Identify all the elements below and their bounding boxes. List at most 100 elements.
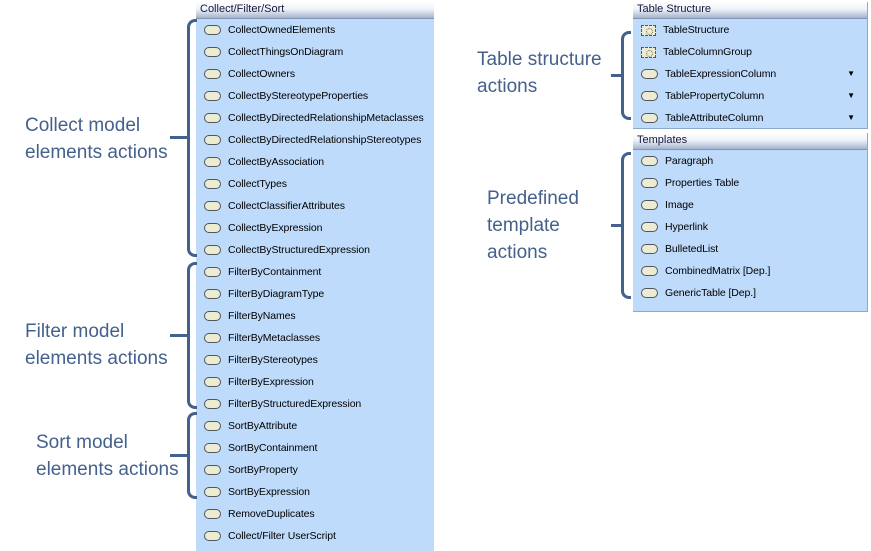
action-icon <box>641 69 658 79</box>
palette-item-label: SortByProperty <box>228 464 298 476</box>
action-icon <box>204 135 221 145</box>
palette-item-collectbystructuredexpression[interactable]: CollectByStructuredExpression <box>196 239 434 261</box>
palette-item-label: CollectByDirectedRelationshipStereotypes <box>228 134 422 146</box>
palette-item-filterbystructuredexpression[interactable]: FilterByStructuredExpression <box>196 393 434 415</box>
palette-item-paragraph[interactable]: Paragraph <box>633 150 867 172</box>
dropdown-arrow-icon[interactable]: ▼ <box>847 69 855 78</box>
palette-item-collect-filter-userscript[interactable]: Collect/Filter UserScript <box>196 525 434 547</box>
panel-header-templates[interactable]: Templates <box>633 133 867 150</box>
palette-item-label: TableAttributeColumn <box>665 112 764 124</box>
palette-item-label: CollectOwners <box>228 68 295 80</box>
action-icon <box>204 487 221 497</box>
annotation-line: Table structure <box>477 49 602 70</box>
palette-item-filterbycontainment[interactable]: FilterByContainment <box>196 261 434 283</box>
palette-item-collectowners[interactable]: CollectOwners <box>196 63 434 85</box>
action-icon <box>204 91 221 101</box>
bracket-tick <box>170 136 188 139</box>
action-icon <box>204 25 221 35</box>
palette-item-label: CollectByExpression <box>228 222 323 234</box>
palette-item-sortbyattribute[interactable]: SortByAttribute <box>196 415 434 437</box>
palette-item-collectthingsondiagram[interactable]: CollectThingsOnDiagram <box>196 41 434 63</box>
action-icon <box>204 47 221 57</box>
action-icon <box>204 223 221 233</box>
palette-item-label: FilterByStereotypes <box>228 354 318 366</box>
action-icon <box>204 245 221 255</box>
palette-item-filterbynames[interactable]: FilterByNames <box>196 305 434 327</box>
action-icon <box>204 465 221 475</box>
panel-header-collect-filter-sort[interactable]: Collect/Filter/Sort <box>196 2 434 19</box>
action-icon <box>204 113 221 123</box>
palette-item-label: CollectThingsOnDiagram <box>228 46 344 58</box>
action-icon <box>641 113 658 123</box>
palette-item-combinedmatrix-dep[interactable]: CombinedMatrix [Dep.] <box>633 260 867 282</box>
palette-item-collectbydirectedrelationshipstereotypes[interactable]: CollectByDirectedRelationshipStereotypes <box>196 129 434 151</box>
action-icon <box>204 443 221 453</box>
palette-item-sortbycontainment[interactable]: SortByContainment <box>196 437 434 459</box>
palette-item-tablestructure[interactable]: TableStructure <box>633 19 867 41</box>
palette-item-image[interactable]: Image <box>633 194 867 216</box>
palette-item-tableexpressioncolumn[interactable]: TableExpressionColumn▼ <box>633 63 867 85</box>
bracket-filter-actions <box>170 262 197 409</box>
bracket-predefined-template-actions <box>611 152 631 299</box>
annotation-line: Collect model <box>25 115 141 136</box>
palette-item-label: SortByContainment <box>228 442 318 454</box>
dropdown-arrow-icon[interactable]: ▼ <box>847 113 855 122</box>
palette-item-collectbydirectedrelationshipmetaclasses[interactable]: CollectByDirectedRelationshipMetaclasses <box>196 107 434 129</box>
palette-item-hyperlink[interactable]: Hyperlink <box>633 216 867 238</box>
palette-item-label: FilterByExpression <box>228 376 314 388</box>
palette-item-tablepropertycolumn[interactable]: TablePropertyColumn▼ <box>633 85 867 107</box>
palette-item-label: CombinedMatrix [Dep.] <box>665 265 771 277</box>
palette-item-label: FilterByStructuredExpression <box>228 398 362 410</box>
bracket-tick <box>170 333 188 337</box>
action-icon <box>204 311 221 321</box>
action-icon <box>204 399 221 409</box>
bracket-sort-actions <box>170 412 197 499</box>
palette-item-filterbystereotypes[interactable]: FilterByStereotypes <box>196 349 434 371</box>
panel-header-table-structure[interactable]: Table Structure <box>633 2 867 19</box>
bracket-collect-actions <box>170 19 197 257</box>
palette-item-label: Paragraph <box>665 155 714 167</box>
palette-item-tableattributecolumn[interactable]: TableAttributeColumn ▼ <box>633 107 867 129</box>
action-icon <box>204 289 221 299</box>
action-icon <box>204 355 221 365</box>
palette-item-filterbydiagramtype[interactable]: FilterByDiagramType <box>196 283 434 305</box>
action-icon <box>204 69 221 79</box>
palette-item-sortbyproperty[interactable]: SortByProperty <box>196 459 434 481</box>
palette-item-filterbyexpression[interactable]: FilterByExpression <box>196 371 434 393</box>
action-icon <box>204 377 221 387</box>
palette-item-collectclassifierattributes[interactable]: CollectClassifierAttributes <box>196 195 434 217</box>
action-icon <box>204 531 221 541</box>
palette-item-label: GenericTable [Dep.] <box>665 287 756 299</box>
palette-item-collectownedelements[interactable]: CollectOwnedElements <box>196 19 434 41</box>
palette-item-collectbystereotypeproperties[interactable]: CollectByStereotypeProperties <box>196 85 434 107</box>
palette-item-filterbymetaclasses[interactable]: FilterByMetaclasses <box>196 327 434 349</box>
palette-item-collectbyassociation[interactable]: CollectByAssociation <box>196 151 434 173</box>
palette-item-collecttypes[interactable]: CollectTypes <box>196 173 434 195</box>
action-icon <box>204 157 221 167</box>
palette-item-removeduplicates[interactable]: RemoveDuplicates <box>196 503 434 525</box>
palette-item-label: CollectTypes <box>228 178 287 190</box>
palette-item-generictable-dep[interactable]: GenericTable [Dep.] <box>633 282 867 304</box>
palette-item-label: RemoveDuplicates <box>228 508 315 520</box>
palette-item-properties-table[interactable]: Properties Table <box>633 172 867 194</box>
palette-item-label: FilterByContainment <box>228 266 322 278</box>
action-icon <box>641 91 658 101</box>
palette-item-label: CollectByAssociation <box>228 156 325 168</box>
palette-item-sortbyexpression[interactable]: SortByExpression <box>196 481 434 503</box>
palette-item-collectbyexpression[interactable]: CollectByExpression <box>196 217 434 239</box>
panel-collect-filter-sort: Collect/Filter/Sort CollectOwnedElements… <box>196 2 434 551</box>
action-icon <box>641 288 658 298</box>
palette-item-tablecolumngroup[interactable]: TableColumnGroup <box>633 41 867 63</box>
palette-item-bulletedlist[interactable]: BulletedList <box>633 238 867 260</box>
dropdown-arrow-icon[interactable]: ▼ <box>847 91 855 100</box>
annotation-line: template <box>487 215 560 236</box>
action-icon <box>204 333 221 343</box>
palette-item-label: CollectByStereotypeProperties <box>228 90 369 102</box>
action-icon <box>204 509 221 519</box>
structure-icon <box>641 24 656 36</box>
bracket-tick <box>611 73 623 77</box>
